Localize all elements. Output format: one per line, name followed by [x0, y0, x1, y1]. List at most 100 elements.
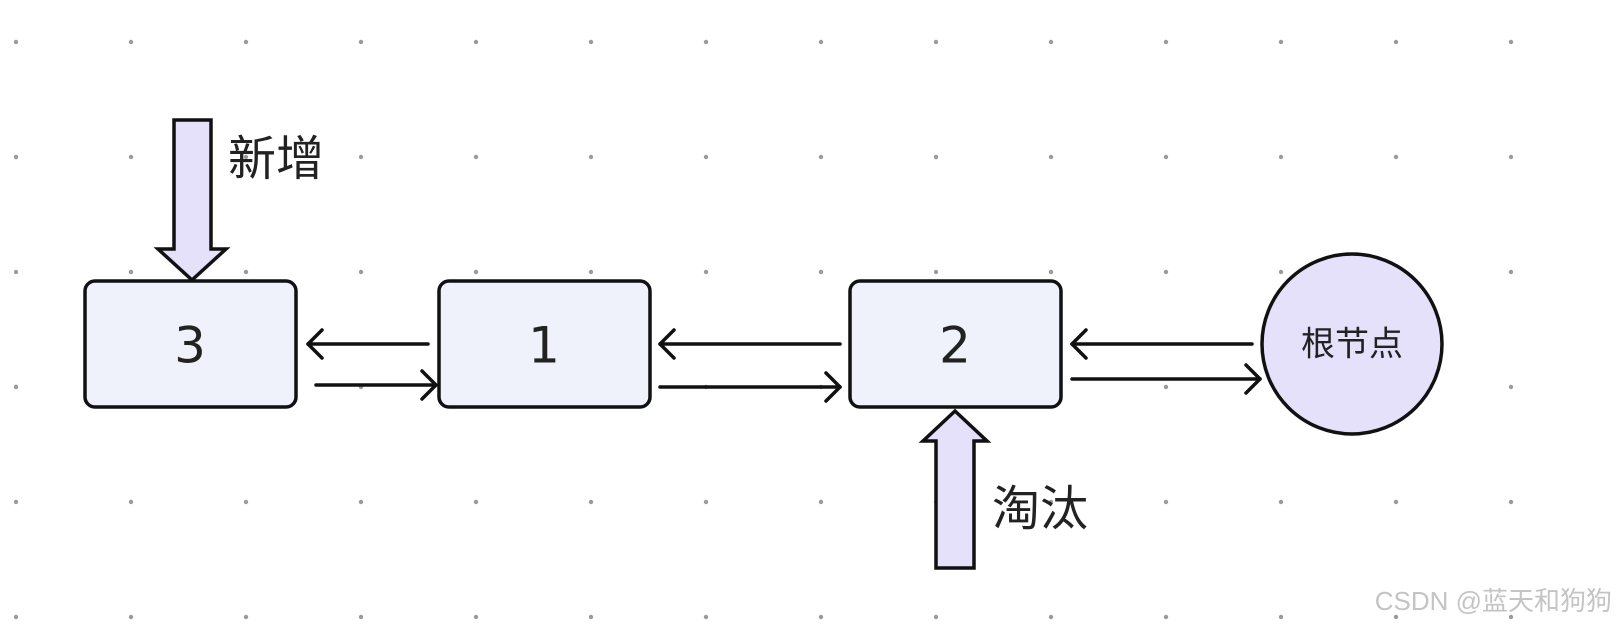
grid-dot [1278, 39, 1284, 45]
grid-dot [588, 269, 594, 275]
link-1-to-2 [658, 371, 842, 403]
grid-dot [13, 384, 19, 390]
grid-dot [13, 614, 19, 620]
link-2-to-root-head [1244, 363, 1262, 395]
grid-dot [1393, 154, 1399, 160]
grid-dot [588, 154, 594, 160]
grid-dot [243, 269, 249, 275]
node-1-box [437, 279, 652, 409]
watermark-text: CSDN @蓝天和狗狗 [1375, 586, 1612, 616]
grid-dot [1048, 269, 1054, 275]
link-3-to-1 [314, 369, 438, 401]
grid-dot [1393, 39, 1399, 45]
grid-dot [1163, 269, 1169, 275]
link-root-to-2-head [1070, 328, 1088, 360]
node-2: 2 [848, 279, 1063, 409]
grid-dot [1508, 154, 1514, 160]
grid-dot [358, 499, 364, 505]
grid-dot [1508, 39, 1514, 45]
grid-dot [473, 269, 479, 275]
grid-dot [933, 154, 939, 160]
grid-dot [588, 614, 594, 620]
grid-dot [128, 614, 134, 620]
grid-dot [818, 614, 824, 620]
link-1-to-3-head [306, 328, 324, 360]
grid-dot [128, 269, 134, 275]
grid-dot [1278, 614, 1284, 620]
grid-dot [13, 499, 19, 505]
root-node-circle [1260, 252, 1444, 436]
node-2-label: 2 [939, 317, 971, 375]
grid-dot [1163, 39, 1169, 45]
node-1: 1 [437, 279, 652, 409]
grid-dot [933, 269, 939, 275]
grid-dot [243, 499, 249, 505]
grid-dot [933, 614, 939, 620]
add-block-arrow [153, 118, 231, 283]
grid-dot [1393, 499, 1399, 505]
grid-dot [473, 39, 479, 45]
grid-dot [13, 39, 19, 45]
grid-dot [703, 614, 709, 620]
grid-dot [933, 39, 939, 45]
grid-dot [703, 154, 709, 160]
grid-dot [243, 614, 249, 620]
grid-dot [1163, 499, 1169, 505]
node-3-box [83, 279, 298, 409]
root-node-label: 根节点 [1301, 325, 1403, 365]
grid-dot [358, 154, 364, 160]
evict-block-arrow [918, 408, 992, 570]
grid-dot [1278, 499, 1284, 505]
grid-dot [1163, 154, 1169, 160]
grid-dot [13, 154, 19, 160]
grid-dot [1278, 269, 1284, 275]
grid-dot [128, 39, 134, 45]
grid-dot [1508, 499, 1514, 505]
evict-label: 淘汰 [992, 481, 1088, 537]
grid-dot [1163, 614, 1169, 620]
grid-dot [473, 499, 479, 505]
link-2-to-root [1070, 363, 1262, 395]
node-3: 3 [83, 279, 298, 409]
node-3-label: 3 [174, 317, 206, 375]
grid-dot [818, 154, 824, 160]
add-label: 新增 [228, 131, 324, 187]
grid-dot [243, 154, 249, 160]
grid-dot [1278, 154, 1284, 160]
grid-dot [703, 499, 709, 505]
grid-dot [473, 154, 479, 160]
grid-dot [1393, 614, 1399, 620]
node-1-label: 1 [528, 317, 560, 375]
link-2-to-1 [658, 328, 842, 360]
grid-dot [588, 499, 594, 505]
grid-dot [1508, 614, 1514, 620]
grid-dot [473, 614, 479, 620]
grid-dot [358, 269, 364, 275]
grid-dot [818, 39, 824, 45]
link-3-to-1-head [420, 369, 438, 401]
grid-dot [818, 269, 824, 275]
grid-dot [1048, 154, 1054, 160]
root-node: 根节点 [1260, 252, 1444, 436]
node-2-box [848, 279, 1063, 409]
grid-dot [703, 269, 709, 275]
grid-dot [358, 39, 364, 45]
grid-dot [818, 499, 824, 505]
grid-dot [358, 614, 364, 620]
grid-dot [243, 39, 249, 45]
link-1-to-2-head [824, 371, 842, 403]
grid-dot [1048, 39, 1054, 45]
grid-dot [1048, 499, 1054, 505]
link-root-to-2 [1070, 328, 1254, 360]
grid-dot [13, 269, 19, 275]
grid-dot [1508, 269, 1514, 275]
grid-dot [1163, 384, 1169, 390]
grid-dot [588, 39, 594, 45]
grid-dot [1508, 384, 1514, 390]
grid-dot [703, 39, 709, 45]
grid-dot [128, 499, 134, 505]
grid-dot [128, 154, 134, 160]
link-1-to-3 [306, 328, 430, 360]
grid-dot [1048, 614, 1054, 620]
